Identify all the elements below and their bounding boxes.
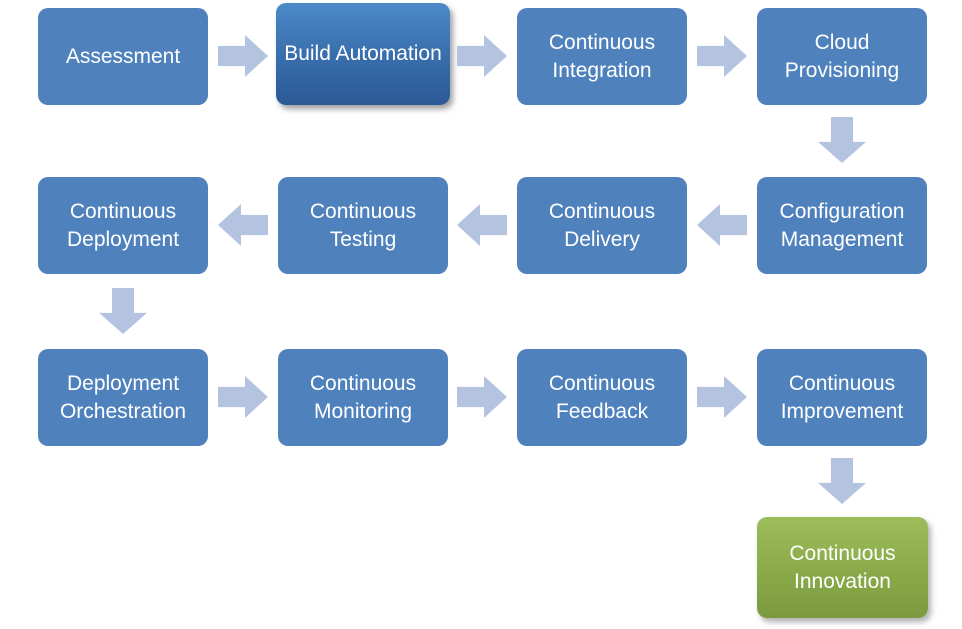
arrow-down-icon <box>818 458 866 504</box>
arrow-left-icon <box>697 204 747 246</box>
node-continuous-innovation: Continuous Innovation <box>757 517 928 618</box>
node-deployment-orchestration: Deployment Orchestration <box>38 349 208 446</box>
node-continuous-delivery: Continuous Delivery <box>517 177 687 274</box>
arrow-right-icon <box>218 376 268 418</box>
node-continuous-improvement: Continuous Improvement <box>757 349 927 446</box>
node-continuous-integration: Continuous Integration <box>517 8 687 105</box>
arrow-left-icon <box>218 204 268 246</box>
node-assessment: Assessment <box>38 8 208 105</box>
arrow-down-icon <box>818 117 866 163</box>
node-continuous-monitoring: Continuous Monitoring <box>278 349 448 446</box>
arrow-right-icon <box>697 35 747 77</box>
node-continuous-feedback: Continuous Feedback <box>517 349 687 446</box>
arrow-down-icon <box>99 288 147 334</box>
node-configuration-management: Configuration Management <box>757 177 927 274</box>
arrow-right-icon <box>697 376 747 418</box>
arrow-right-icon <box>218 35 268 77</box>
node-cloud-provisioning: Cloud Provisioning <box>757 8 927 105</box>
arrow-left-icon <box>457 204 507 246</box>
node-continuous-deployment: Continuous Deployment <box>38 177 208 274</box>
arrow-right-icon <box>457 376 507 418</box>
arrow-right-icon <box>457 35 507 77</box>
node-continuous-testing: Continuous Testing <box>278 177 448 274</box>
node-build-automation: Build Automation <box>276 3 450 105</box>
